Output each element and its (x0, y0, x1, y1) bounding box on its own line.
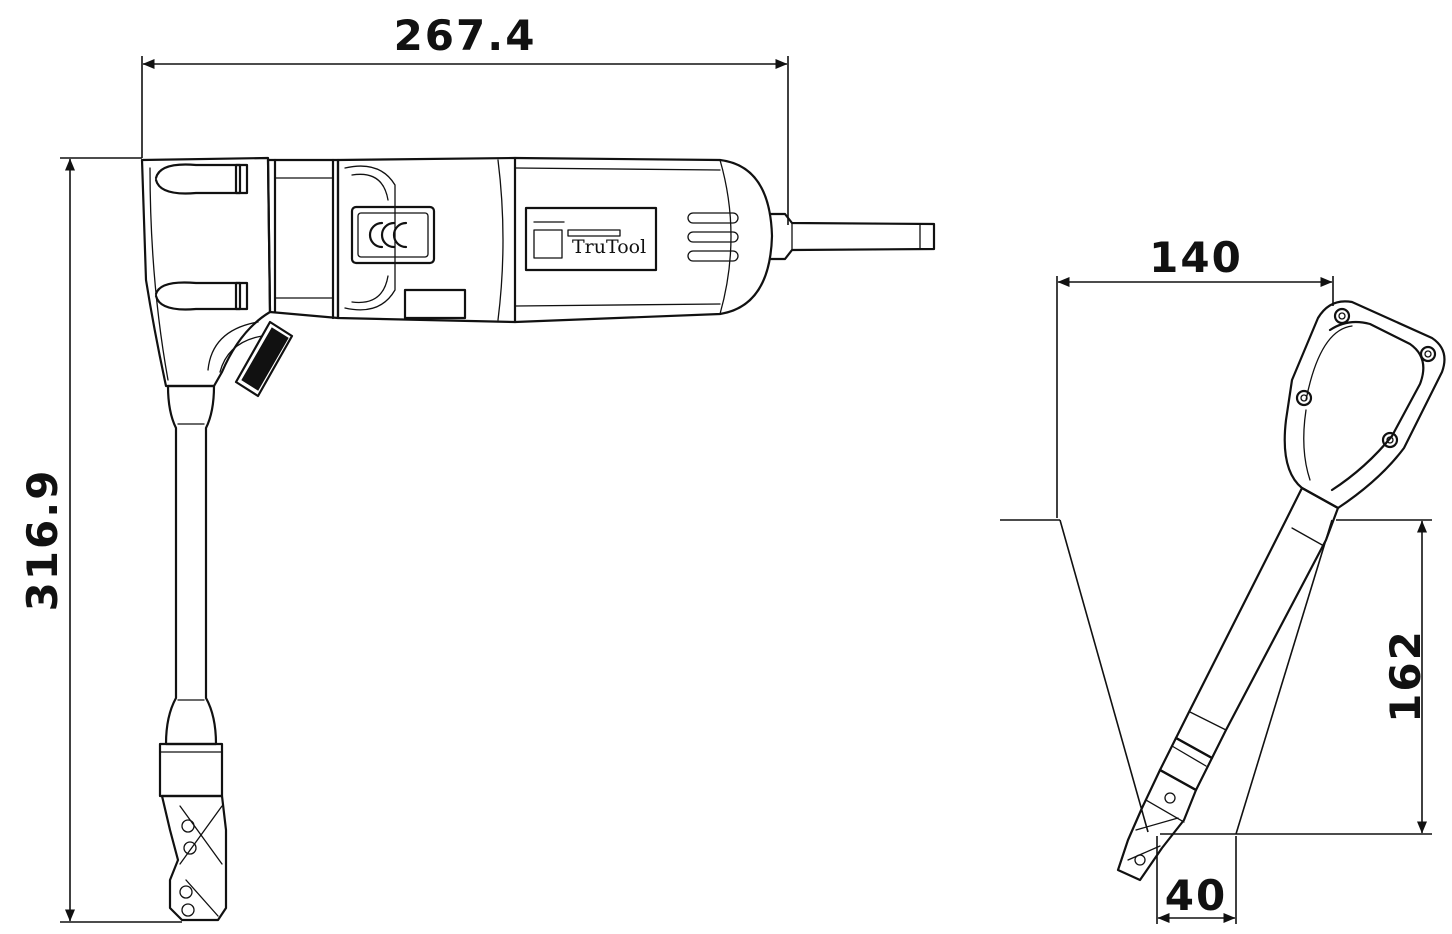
dimension-angle-height: 162 (1381, 520, 1430, 834)
head-screws (1295, 307, 1437, 449)
head-slot-top (154, 163, 249, 195)
side-view: 267.4 316.9 (18, 11, 936, 923)
dimension-tip-width: 40 (1156, 836, 1237, 924)
dimension-label-tip-width: 40 (1165, 871, 1227, 920)
tool-head (140, 156, 294, 398)
dimension-overall-length: 267.4 (141, 11, 789, 225)
tool-neck (164, 384, 218, 746)
speed-dial-icon (368, 221, 408, 249)
dimension-label-overall-length: 267.4 (394, 11, 537, 60)
cutting-tip (158, 742, 228, 922)
dimension-label-overall-height: 316.9 (18, 469, 67, 612)
dimension-label-head-width: 140 (1149, 233, 1243, 282)
label-plate: TruTool (524, 206, 658, 272)
dimension-label-angle-height: 162 (1381, 629, 1430, 723)
power-cord (768, 212, 936, 261)
angled-view: 140 162 40 (1000, 233, 1446, 924)
angle-reference-lines (1000, 519, 1432, 835)
brand-label: TruTool (572, 236, 646, 258)
dimension-head-width: 140 (1056, 233, 1334, 518)
dimension-overall-height: 316.9 (18, 157, 182, 923)
vent-slots (687, 212, 739, 262)
motor-housing: TruTool (336, 156, 774, 324)
switch-housing (266, 158, 467, 320)
adjustment-knob (234, 320, 294, 398)
head-slot-bottom (154, 281, 249, 311)
angled-tool-body (1116, 300, 1446, 882)
